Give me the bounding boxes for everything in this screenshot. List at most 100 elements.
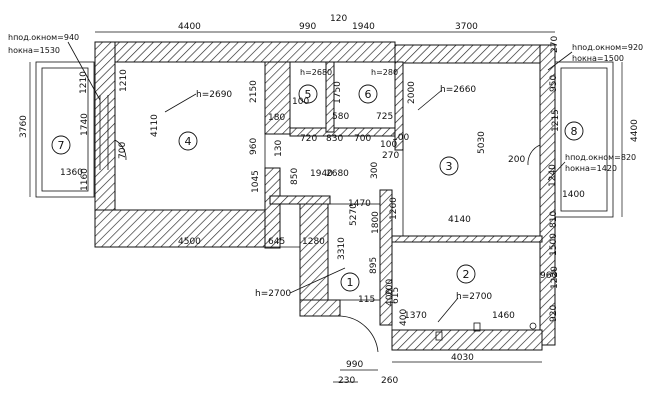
dim-inner-5030: 5030 (477, 131, 487, 154)
dim-bottom-645: 645 (268, 237, 285, 247)
dim-inner-200b: 200 (385, 279, 395, 296)
dim-inner-615: 615 (391, 287, 401, 304)
dim-top-4400: 4400 (178, 22, 201, 32)
room-2-outline (391, 241, 541, 331)
dim-left-1740: 1740 (80, 113, 90, 136)
wall-partition-4-5 (264, 61, 291, 135)
room-4-leader (164, 93, 197, 113)
room-2-leader (437, 297, 459, 323)
dim-inner-1400: 1400 (562, 190, 585, 200)
dim-inner-1470: 1470 (348, 199, 371, 209)
room-3-height: h=2660 (440, 85, 476, 95)
room-6-number: 6 (365, 88, 372, 101)
dim-inner-720: 720 (300, 134, 317, 144)
wall-bottom-right (391, 329, 543, 351)
room-3-leader (417, 89, 443, 111)
dim-inner-130: 130 (274, 140, 284, 157)
radiator-room2-left (435, 331, 443, 341)
dim-inner-100: 100 (292, 97, 309, 107)
dim-inner-580: 580 (332, 112, 349, 122)
room-6-outline (333, 61, 396, 129)
dim-inner-1370: 1370 (404, 311, 427, 321)
window-note-left-sill: hпод.окном=940 (8, 33, 79, 42)
dim-inner-1940: 1940 (310, 169, 333, 179)
wall-partition-3-2 (391, 235, 543, 243)
room-7-number: 7 (58, 139, 65, 152)
dim-inner-200: 200 (508, 155, 525, 165)
room-2-marker (456, 264, 476, 284)
wall-room1-bottom (299, 299, 341, 317)
dim-inner-850: 850 (290, 168, 300, 185)
balcony-7-inner (41, 67, 89, 192)
dim-bottom-260: 260 (381, 376, 398, 386)
balcony-7-outer (35, 61, 95, 198)
dim-bottom-4500: 4500 (178, 237, 201, 247)
room-6-marker (358, 84, 378, 104)
dim-inner-180: 180 (268, 113, 285, 123)
dim-bottom-4030: 4030 (451, 353, 474, 363)
wall-top-left (94, 41, 396, 63)
room-8-number: 8 (571, 125, 578, 138)
dim-top-270: 270 (550, 36, 560, 53)
dim-inner-725: 725 (376, 112, 393, 122)
dim-inner-700: 700 (118, 142, 128, 159)
room-1-number: 1 (347, 276, 354, 289)
room-8-marker (564, 121, 584, 141)
riser-mark (529, 322, 537, 330)
wall-bottom-left (94, 209, 276, 248)
dim-inner-1045: 1045 (251, 170, 261, 193)
wall-room1-left (299, 203, 329, 317)
window-note-right-sill-top: hпод.окном=920 (572, 43, 643, 52)
dim-inner-300: 300 (370, 162, 380, 179)
dim-inner-1500: 1500 (549, 233, 559, 256)
room-4-number: 4 (185, 135, 192, 148)
dim-top-1940: 1940 (352, 22, 375, 32)
dim-inner-1215: 1215 (551, 109, 561, 132)
dim-inner-1460: 1460 (492, 311, 515, 321)
dim-left-1160: 1160 (80, 168, 90, 191)
dim-left-1210: 1210 (79, 71, 89, 94)
window-note-right-window-top: hокна=1500 (572, 54, 624, 63)
room-4-height: h=2690 (196, 90, 232, 100)
dim-inner-2000: 2000 (407, 81, 417, 104)
dim-inner-400b: 400 (385, 289, 395, 306)
room-5-marker (298, 84, 318, 104)
balcony-8-outer (554, 61, 614, 218)
dim-inner-1240: 1240 (548, 164, 558, 187)
dim-inner-1750: 1750 (333, 81, 343, 104)
dim-inner-810: 810 (549, 211, 559, 228)
room-2-number: 2 (463, 268, 470, 281)
dim-inner-1800: 1800 (371, 211, 381, 234)
window-note-right-sill-mid: hпод.окном=820 (565, 153, 636, 162)
dim-left-1360: 1360 (60, 168, 83, 178)
room-3-number: 3 (446, 160, 453, 173)
dim-bottom-1280: 1280 (302, 237, 325, 247)
dim-inner-2150: 2150 (249, 80, 259, 103)
dim-inner-5270: 5270 (349, 203, 359, 226)
wall-corridor-left (269, 195, 331, 205)
room-1-outline (327, 203, 381, 301)
dim-inner-1210: 1210 (119, 69, 129, 92)
balcony-8-inner (560, 67, 608, 212)
window-note-right-window-mid: hокна=1420 (565, 164, 617, 173)
room-3-outline (402, 62, 541, 237)
room-6-height: h=280 (371, 68, 398, 77)
room-5-number: 5 (305, 88, 312, 101)
dim-inner-2680: 2680 (326, 169, 349, 179)
window-note-right-leader-mid (547, 161, 566, 181)
door-arc-room-4 (114, 139, 127, 161)
room-1-marker (340, 272, 360, 292)
door-arc-room-3 (527, 144, 541, 166)
room-2-height: h=2700 (456, 292, 492, 302)
dim-bottom-990: 990 (346, 360, 363, 370)
dim-inner-3310: 3310 (337, 237, 347, 260)
radiator-room2-right (473, 322, 481, 332)
room-5-height: h=2680 (300, 68, 332, 77)
dim-inner-400: 400 (399, 309, 409, 326)
room-3-marker (439, 156, 459, 176)
dim-top-3700: 3700 (455, 22, 478, 32)
dim-inner-830: 830 (326, 134, 343, 144)
dim-inner-920: 920 (549, 305, 559, 322)
